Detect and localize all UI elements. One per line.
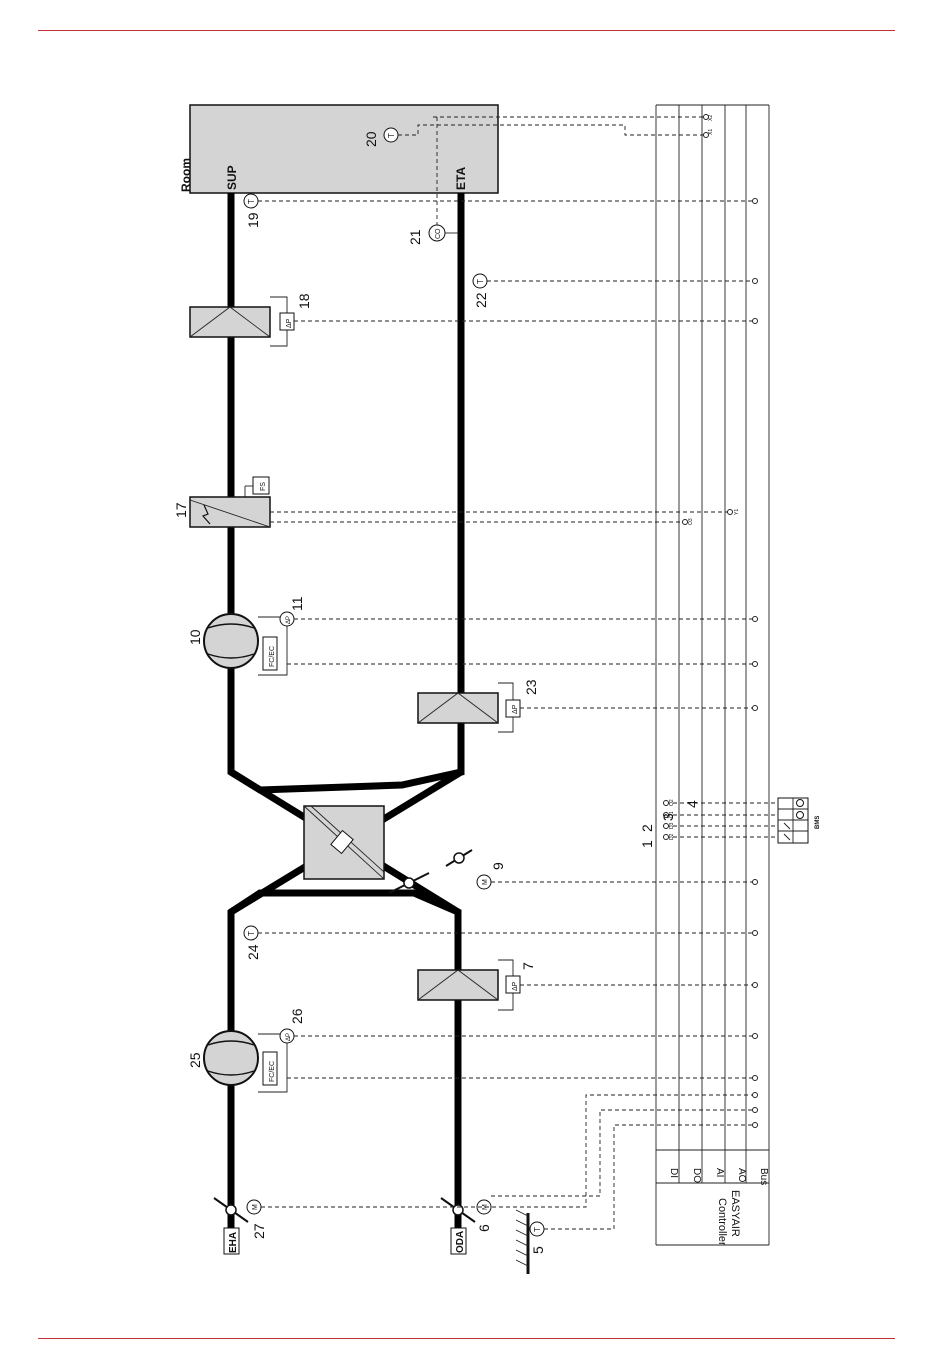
number-2: 2 xyxy=(639,824,655,832)
number-23: 23 xyxy=(523,679,539,695)
eta-label: ETA xyxy=(454,167,468,190)
svg-text:T: T xyxy=(387,133,396,138)
bms-label: BMS xyxy=(815,816,821,829)
heat-exchanger xyxy=(304,806,384,879)
number-7: 7 xyxy=(520,962,536,970)
term-x2: X2 xyxy=(708,115,714,121)
number-11: 11 xyxy=(289,596,305,611)
filter-18 xyxy=(190,307,270,337)
svg-text:ΔP: ΔP xyxy=(512,704,519,714)
oda-label: ODA xyxy=(455,1231,466,1253)
number-26: 26 xyxy=(289,1008,305,1024)
dp-sensor-7: ΔP xyxy=(498,960,520,1010)
number-17: 17 xyxy=(173,502,189,518)
bms-block: BMS xyxy=(778,798,821,843)
number-25: 25 xyxy=(187,1052,203,1068)
controller-panel: DI DO AI AO Bus EASYAIR Controller xyxy=(656,105,769,1246)
eha-zone: EHA xyxy=(224,1228,239,1254)
svg-text:CO: CO xyxy=(435,228,442,239)
number-27: 27 xyxy=(251,1223,267,1239)
supply-fan-10: FC/EC ΔP xyxy=(204,612,294,675)
svg-text:T: T xyxy=(247,199,256,204)
term-o3: O3 xyxy=(688,518,694,525)
number-9: 9 xyxy=(490,862,506,870)
number-3: 3 xyxy=(660,813,676,821)
number-6: 6 xyxy=(476,1224,492,1232)
number-18: 18 xyxy=(296,293,312,309)
flow-switch-label: FS xyxy=(260,482,267,491)
room-label: Room xyxy=(179,158,193,192)
svg-text:ΔP: ΔP xyxy=(286,1033,292,1041)
number-20: 20 xyxy=(363,131,379,147)
bypass-damper-9: M xyxy=(389,850,491,893)
fan-ctrl-label-10: FC/EC xyxy=(269,646,276,667)
dp-sensor-23: ΔP xyxy=(498,683,520,732)
term-y1: Y1 xyxy=(734,509,740,515)
number-10: 10 xyxy=(187,629,203,645)
col-bus: Bus xyxy=(758,1168,769,1185)
col-ai: AI xyxy=(714,1168,725,1177)
temp-sensor-20: T xyxy=(384,128,398,142)
terminals xyxy=(664,115,758,1128)
term-d3: D3 xyxy=(669,822,675,829)
number-24: 24 xyxy=(245,944,261,960)
number-4: 4 xyxy=(684,800,700,808)
number-5: 5 xyxy=(530,1246,546,1254)
extract-fan-25: FC/EC ΔP xyxy=(204,1029,294,1092)
damper-27: M xyxy=(214,1198,261,1222)
col-do: DO xyxy=(691,1168,702,1183)
svg-text:T: T xyxy=(476,279,485,284)
term-d2: D2 xyxy=(669,833,675,840)
svg-text:ΔP: ΔP xyxy=(512,981,519,991)
col-di: DI xyxy=(668,1168,679,1178)
svg-text:T: T xyxy=(533,1227,542,1232)
number-21: 21 xyxy=(407,229,423,245)
number-22: 22 xyxy=(473,292,489,308)
fan-ctrl-label-25: FC/EC xyxy=(269,1061,276,1082)
dp-sensor-18: ΔP xyxy=(270,297,294,346)
outdoor-temp-sensor-5: T xyxy=(516,1210,544,1274)
sup-label: SUP xyxy=(225,165,239,190)
col-ao: AO xyxy=(736,1168,747,1183)
number-19: 19 xyxy=(245,212,261,228)
controller-sub: Controller xyxy=(716,1198,728,1246)
svg-text:ΔP: ΔP xyxy=(286,616,292,624)
filter-7 xyxy=(418,970,498,1000)
term-x1: X1 xyxy=(708,129,714,135)
svg-text:M: M xyxy=(482,879,489,885)
temp-sensor-19: T xyxy=(244,194,258,208)
svg-text:ΔP: ΔP xyxy=(286,318,293,328)
term-o2: O2 xyxy=(669,799,675,806)
oda-zone: ODA xyxy=(451,1228,466,1254)
filter-23 xyxy=(418,693,498,723)
co2-sensor-21: CO xyxy=(429,225,458,241)
damper-6: M xyxy=(441,1198,491,1222)
temp-sensor-24: T xyxy=(244,926,258,940)
controller-name: EASYAIR xyxy=(729,1190,741,1237)
svg-text:M: M xyxy=(252,1204,259,1210)
svg-text:T: T xyxy=(247,931,256,936)
signal-lines xyxy=(258,117,778,1229)
temp-sensor-22: T xyxy=(473,274,487,288)
number-1: 1 xyxy=(639,840,655,848)
eha-label: EHA xyxy=(228,1232,239,1253)
